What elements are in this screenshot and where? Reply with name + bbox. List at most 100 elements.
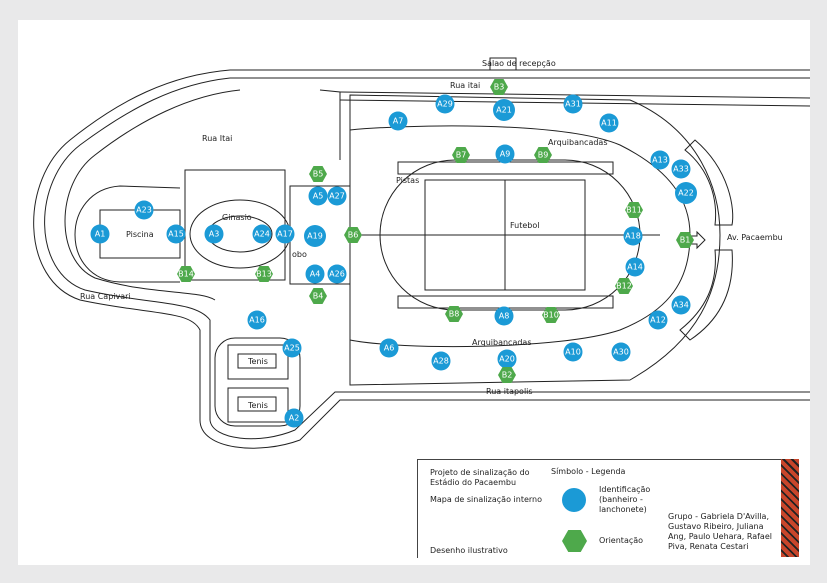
svg-text:B3: B3 (494, 83, 505, 92)
legend-header: Símbolo - Legenda (551, 467, 626, 476)
map-label-pistas: Pistas (396, 176, 419, 185)
identification-symbol-icon (562, 488, 586, 512)
svg-text:A21: A21 (496, 106, 512, 115)
identification-marker-a18: A18 (623, 226, 643, 246)
legend-orientation: Orientação (599, 536, 644, 545)
identification-marker-a31: A31 (563, 94, 583, 114)
svg-text:B7: B7 (456, 151, 467, 160)
identification-marker-a29: A29 (435, 94, 455, 114)
svg-text:A17: A17 (277, 230, 293, 239)
map-label-arquibancadas-top: Arquibancadas (548, 138, 608, 147)
svg-text:A15: A15 (168, 230, 184, 239)
identification-marker-a4: A4 (305, 264, 325, 284)
identification-marker-a15: A15 (166, 224, 186, 244)
identification-marker-a12: A12 (648, 310, 668, 330)
svg-text:B4: B4 (313, 292, 324, 301)
orientation-marker-b1: B1 (676, 232, 694, 248)
orientation-marker-b9: B9 (534, 147, 552, 163)
svg-text:A25: A25 (284, 344, 300, 353)
orientation-marker-b5: B5 (309, 166, 327, 182)
svg-text:A4: A4 (310, 270, 321, 279)
identification-marker-a25: A25 (282, 338, 302, 358)
orientation-marker-b3: B3 (490, 79, 508, 95)
map-label-futebol: Futebol (510, 221, 540, 230)
identification-marker-a9: A9 (495, 144, 515, 164)
svg-text:A27: A27 (329, 192, 345, 201)
identification-marker-a30: A30 (611, 342, 631, 362)
legend-map-type: Mapa de sinalização interno (430, 495, 542, 504)
svg-text:A30: A30 (613, 348, 629, 357)
svg-text:A24: A24 (254, 230, 270, 239)
svg-text:B2: B2 (502, 371, 513, 380)
svg-text:A34: A34 (673, 301, 689, 310)
svg-text:A7: A7 (393, 117, 404, 126)
identification-marker-a28: A28 (431, 351, 451, 371)
svg-text:A10: A10 (565, 348, 581, 357)
svg-text:A1: A1 (95, 230, 106, 239)
map-label-ginasio: Ginasio (222, 213, 252, 222)
svg-text:A33: A33 (673, 165, 689, 174)
identification-marker-a33: A33 (671, 159, 691, 179)
svg-text:B1: B1 (680, 236, 691, 245)
identification-marker-a1: A1 (90, 224, 110, 244)
map-label-av-pacaembu: Av. Pacaembu (727, 233, 783, 242)
legend-panel: Projeto de sinalização do Estádio do Pac… (417, 459, 781, 558)
svg-text:A26: A26 (329, 270, 345, 279)
legend-identification: Identificação (banheiro - lanchonete) (599, 485, 651, 514)
svg-text:B8: B8 (449, 310, 460, 319)
orientation-marker-b14: B14 (177, 266, 195, 282)
identification-marker-a10: A10 (563, 342, 583, 362)
map-label-arquibancadas-bottom: Arquibancadas (472, 338, 532, 347)
identification-marker-a5: A5 (308, 186, 328, 206)
identification-marker-a17: A17 (275, 224, 295, 244)
identification-marker-a13: A13 (650, 150, 670, 170)
identification-marker-a34: A34 (671, 295, 691, 315)
svg-text:B13: B13 (256, 270, 272, 279)
svg-text:A5: A5 (313, 192, 324, 201)
identification-marker-a6: A6 (379, 338, 399, 358)
svg-text:B12: B12 (616, 282, 632, 291)
decorative-pattern-stripe (781, 459, 799, 557)
map-label-rua-itapolis: Rua itapolis (486, 387, 533, 396)
identification-marker-a19: A19 (304, 225, 326, 247)
svg-text:A6: A6 (384, 344, 395, 353)
svg-text:A18: A18 (625, 232, 641, 241)
identification-marker-a7: A7 (388, 111, 408, 131)
svg-text:A14: A14 (627, 263, 643, 272)
identification-marker-a8: A8 (494, 306, 514, 326)
map-label-rua-capivari: Rua Capivari (80, 292, 131, 301)
identification-marker-a14: A14 (625, 257, 645, 277)
svg-text:B11: B11 (626, 206, 642, 215)
orientation-marker-b11: B11 (625, 202, 643, 218)
orientation-marker-b12: B12 (615, 278, 633, 294)
map-label-tenis-1: Tenis (247, 357, 268, 366)
svg-text:B10: B10 (543, 311, 559, 320)
svg-text:A13: A13 (652, 156, 668, 165)
svg-text:B14: B14 (178, 270, 194, 279)
svg-text:A29: A29 (437, 100, 453, 109)
identification-marker-a22: A22 (675, 182, 697, 204)
svg-text:A31: A31 (565, 100, 581, 109)
orientation-marker-b6: B6 (344, 227, 362, 243)
legend-project-title: Projeto de sinalização do Estádio do Pac… (430, 468, 530, 487)
orientation-marker-b13: B13 (255, 266, 273, 282)
svg-text:B6: B6 (348, 231, 359, 240)
identification-marker-a24: A24 (252, 224, 272, 244)
svg-text:A12: A12 (650, 316, 666, 325)
svg-text:A16: A16 (249, 316, 265, 325)
svg-text:A11: A11 (601, 119, 617, 128)
map-label-lobby: obo (292, 250, 307, 259)
map-outlines (33, 57, 811, 449)
identification-marker-a20: A20 (497, 349, 517, 369)
orientation-marker-b4: B4 (309, 288, 327, 304)
map-label-piscina: Piscina (126, 230, 154, 239)
identification-marker-a3: A3 (204, 224, 224, 244)
identification-marker-a2: A2 (284, 408, 304, 428)
svg-text:A8: A8 (499, 312, 510, 321)
identification-marker-a21: A21 (493, 99, 515, 121)
orientation-marker-b10: B10 (542, 307, 560, 323)
orientation-symbol-icon (562, 530, 587, 552)
svg-text:A22: A22 (678, 189, 694, 198)
legend-drawing: Desenho ilustrativo (430, 546, 508, 555)
